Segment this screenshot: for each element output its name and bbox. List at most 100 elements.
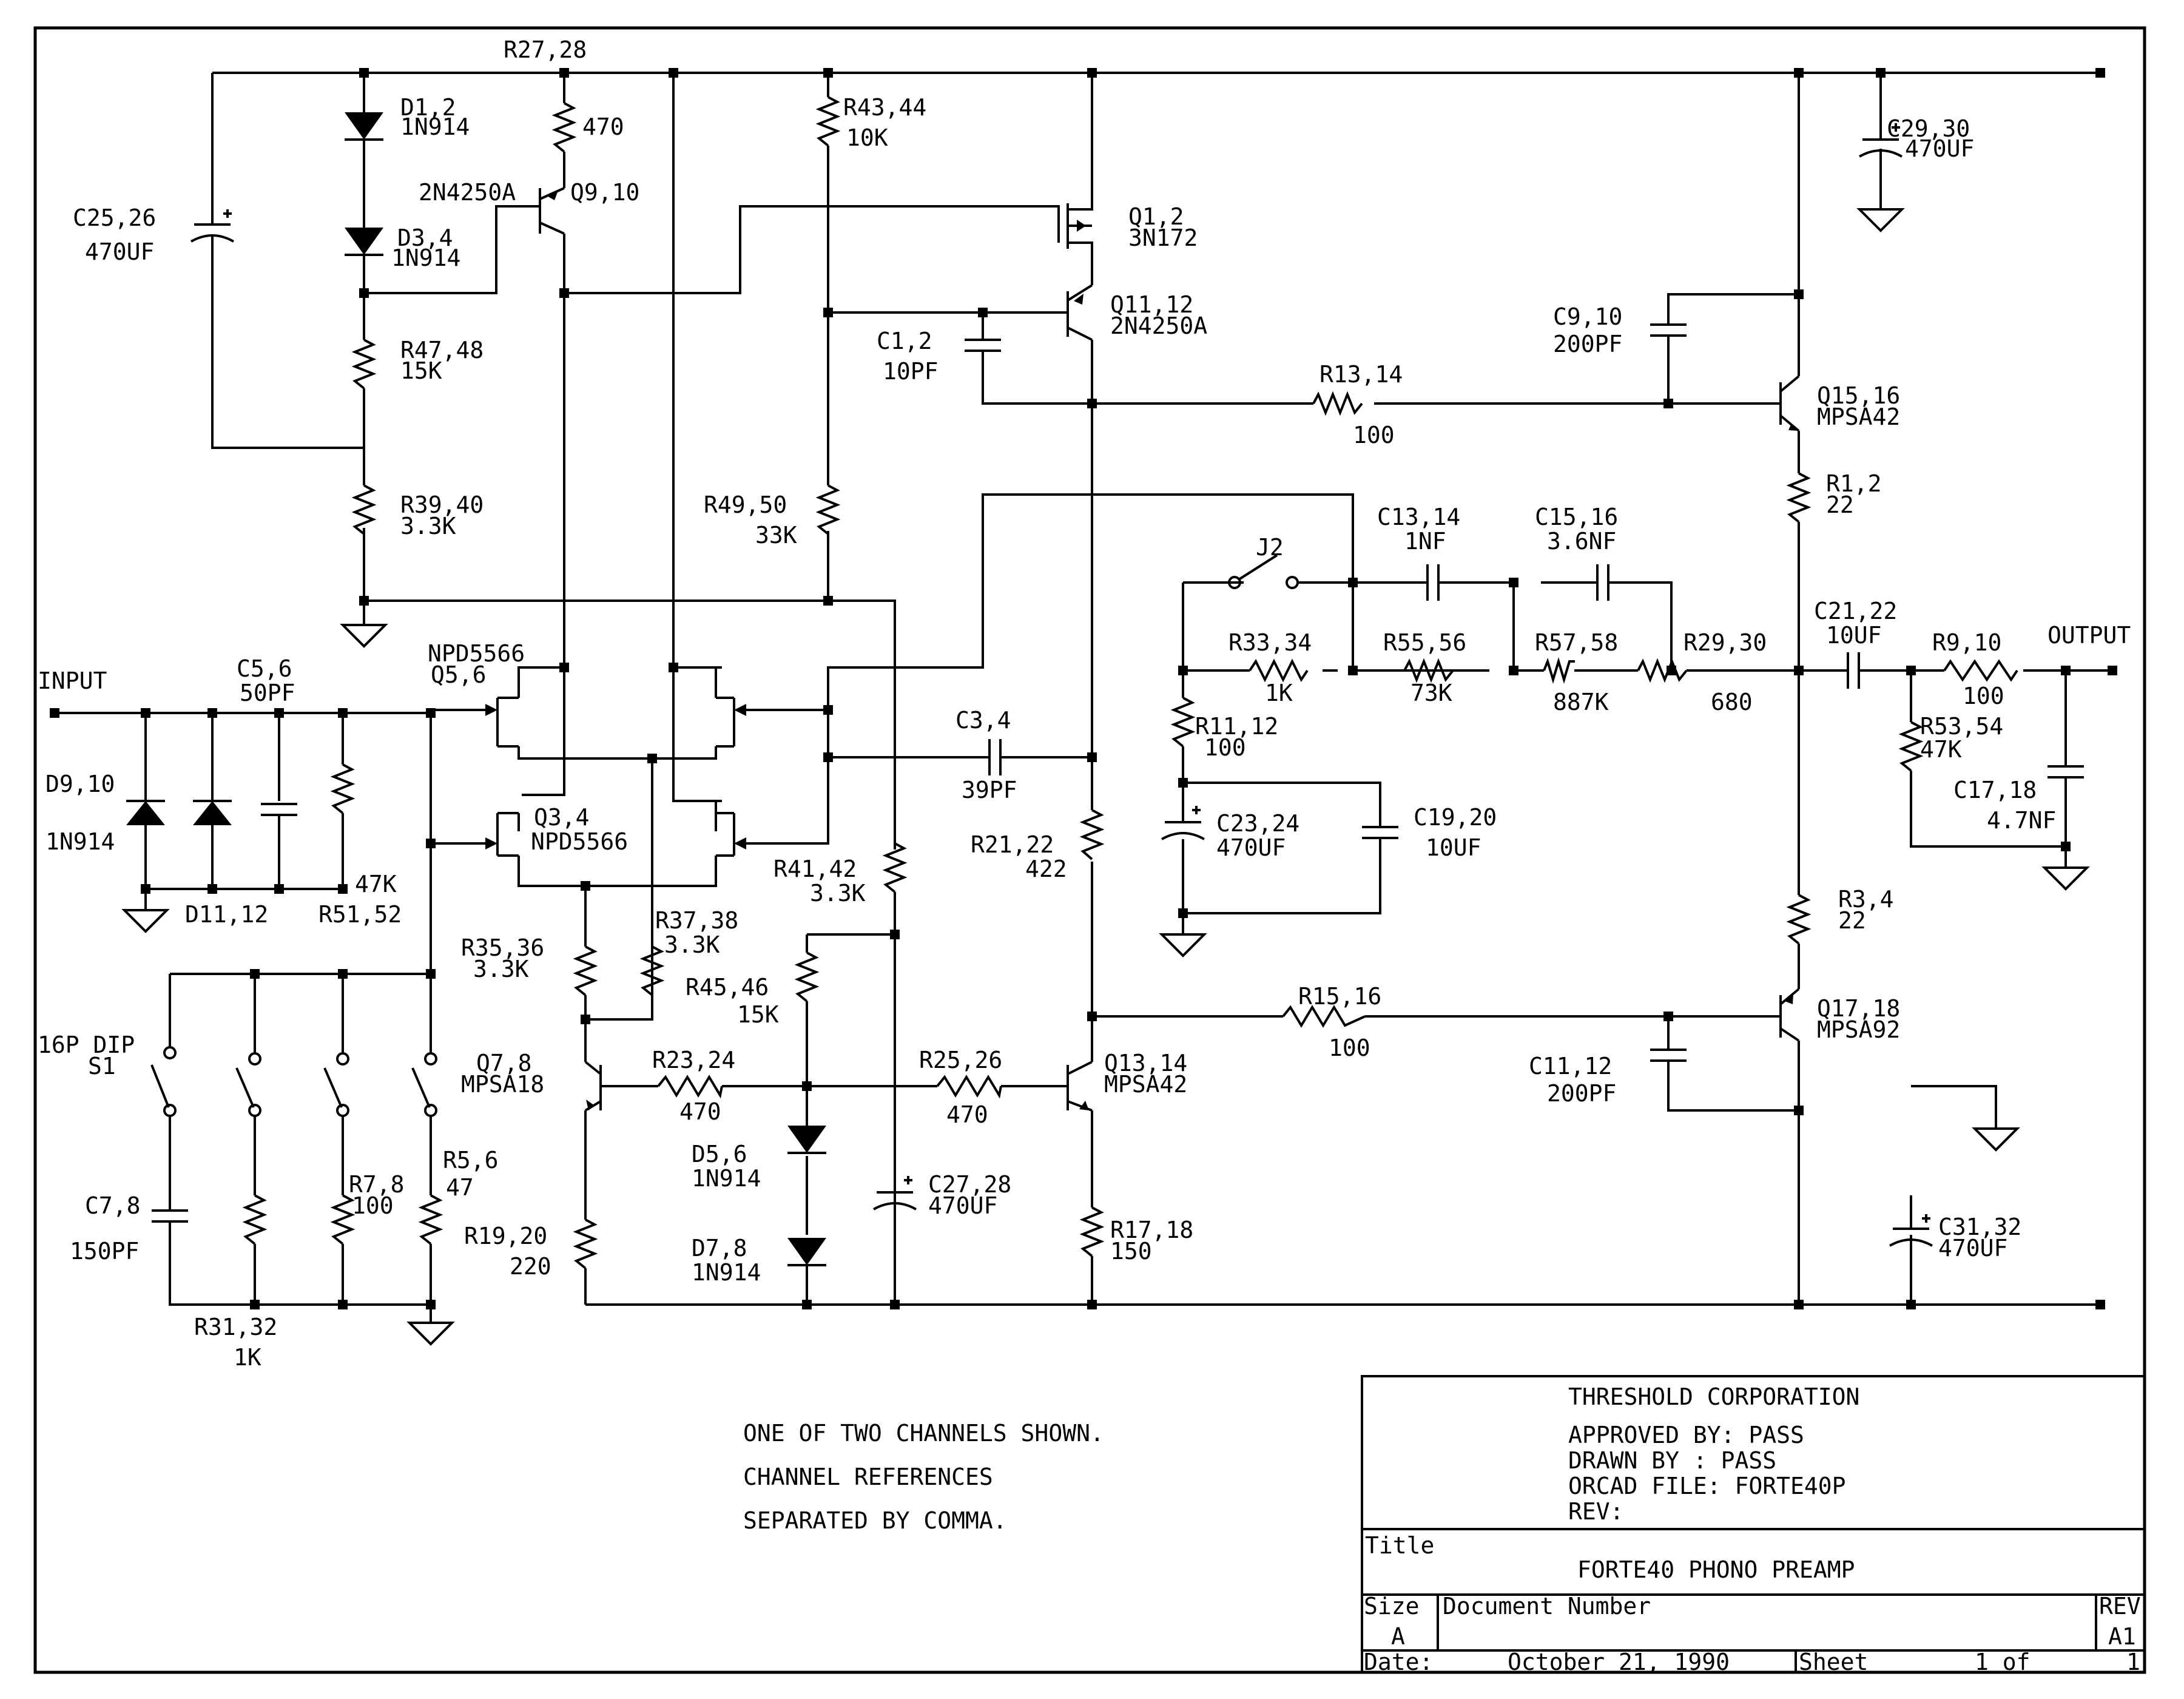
transistor-q5	[485, 697, 519, 748]
label-q17: Q17,18	[1817, 995, 1900, 1022]
label-c7: C7,8	[85, 1192, 141, 1219]
label-r21: R21,22	[971, 831, 1054, 858]
transistor-q7	[584, 1061, 602, 1112]
value-c15: 3.6NF	[1547, 528, 1616, 555]
label-c17: C17,18	[1953, 777, 2037, 803]
value-c21: 10UF	[1826, 622, 1882, 649]
label-r9: R9,10	[1932, 629, 2001, 656]
resistor-r55	[1403, 658, 1454, 683]
value-q13: MPSA42	[1104, 1071, 1187, 1098]
resistor-r51	[330, 763, 356, 814]
label-c29: C29,30	[1887, 115, 1970, 142]
capacitor-c25	[190, 200, 234, 249]
label-q11: Q11,12	[1110, 291, 1193, 318]
capacitor-c21	[1841, 652, 1866, 689]
capacitors	[152, 118, 2084, 1262]
note-line-1: ONE OF TWO CHANNELS SHOWN.	[743, 1420, 1104, 1447]
label-q1: Q1,2	[1128, 203, 1184, 230]
value-c25: 470UF	[85, 238, 154, 265]
transistor-q4-pair	[716, 812, 746, 857]
label-r13: R13,14	[1320, 361, 1403, 388]
value-d1: 1N914	[400, 113, 470, 140]
value-r25: 470	[946, 1101, 988, 1128]
label-q9: Q9,10	[570, 179, 639, 206]
label-q7: Q7,8	[476, 1050, 532, 1076]
resistor-r41	[882, 842, 908, 893]
ground-symbol	[121, 909, 170, 933]
capacitor-c11	[1650, 1041, 1687, 1074]
note-line-3: SEPARATED BY COMMA.	[743, 1507, 1007, 1534]
drawing-title: FORTE40 PHONO PREAMP	[1577, 1556, 1855, 1583]
value-r23: 470	[679, 1098, 721, 1125]
value-r33: 1K	[1265, 680, 1293, 706]
diode-d9	[126, 800, 165, 825]
ground-symbol	[406, 1322, 455, 1346]
value-r19: 220	[510, 1253, 551, 1280]
value-q17: MPSA92	[1817, 1016, 1900, 1043]
label-c11: C11,12	[1529, 1053, 1612, 1079]
diode-d3	[345, 228, 383, 256]
sheet-label: Sheet	[1799, 1649, 1868, 1675]
label-r19: R19,20	[464, 1223, 547, 1249]
capacitor-c9	[1650, 316, 1687, 343]
label-npd-q5: NPD5566	[428, 640, 525, 667]
label-r49: R49,50	[704, 491, 787, 518]
transistor-q13	[1067, 1061, 1093, 1112]
label-r33: R33,34	[1228, 629, 1312, 656]
value-c19: 10UF	[1426, 834, 1481, 861]
label-d7: D7,8	[692, 1235, 747, 1262]
resistor-r35	[573, 945, 598, 996]
label-r7: R7,8	[349, 1171, 405, 1198]
component-labels: R27,28 470 D1,2 1N914 2N4250A Q9,10 C25,…	[38, 36, 2131, 1371]
transistor-q17	[1779, 988, 1800, 1042]
value-r5: 47	[446, 1174, 474, 1201]
capacitor-c23	[1161, 806, 1205, 850]
label-r11: R11,12	[1195, 713, 1278, 740]
label-s1: S1	[88, 1053, 116, 1079]
value-c11: 200PF	[1547, 1080, 1616, 1107]
date-value: October 21, 1990	[1508, 1649, 1730, 1675]
transistor-q15	[1779, 375, 1800, 432]
transistor-type-q9: 2N4250A	[419, 179, 516, 206]
grounds	[121, 208, 2090, 1346]
label-d1: D1,2	[400, 94, 456, 121]
dip-switch-1	[150, 1046, 177, 1117]
diode-d5	[787, 1126, 826, 1154]
label-d5: D5,6	[692, 1141, 747, 1167]
label-r5: R5,6	[443, 1147, 499, 1174]
label-r53: R53,54	[1920, 713, 2003, 740]
title-label: Title	[1365, 1532, 1434, 1559]
value-r51: 47K	[355, 871, 397, 897]
value-c3: 39PF	[962, 777, 1017, 803]
ground-symbol	[1972, 1127, 2020, 1152]
dip-switch-4	[411, 1052, 437, 1117]
label-r23: R23,24	[652, 1047, 735, 1073]
label-c5: C5,6	[237, 655, 292, 682]
value-r37: 3.3K	[664, 931, 720, 958]
sheet-total: 1	[2126, 1649, 2140, 1675]
label-r45: R45,46	[686, 974, 769, 1001]
value-r11: 100	[1204, 734, 1246, 761]
label-r3: R3,4	[1838, 886, 1894, 913]
label-r27: R27,28	[504, 36, 587, 63]
label-r57: R57,58	[1535, 629, 1618, 656]
label-r1: R1,2	[1826, 470, 1882, 497]
label-dip: 16P DIP	[38, 1032, 135, 1058]
notes: ONE OF TWO CHANNELS SHOWN. CHANNEL REFER…	[743, 1420, 1104, 1534]
resistor-r39	[351, 484, 377, 535]
ground-symbol	[1159, 933, 1207, 958]
value-c17: 4.7NF	[1987, 807, 2056, 834]
capacitor-c31	[1889, 1208, 1933, 1262]
value-r55: 73K	[1410, 680, 1452, 706]
value-r31: 1K	[234, 1344, 261, 1371]
date-label: Date:	[1364, 1649, 1433, 1675]
value-r57: 887K	[1553, 689, 1609, 715]
rev-line: REV:	[1568, 1498, 1624, 1525]
resistor-r5	[418, 1194, 443, 1245]
label-c15: C15,16	[1535, 504, 1618, 530]
capacitor-c17	[2048, 758, 2084, 786]
label-c1: C1,2	[877, 328, 932, 354]
value-d7: 1N914	[692, 1259, 761, 1286]
value-r47: 15K	[400, 357, 442, 384]
label-q13: Q13,14	[1104, 1050, 1187, 1076]
